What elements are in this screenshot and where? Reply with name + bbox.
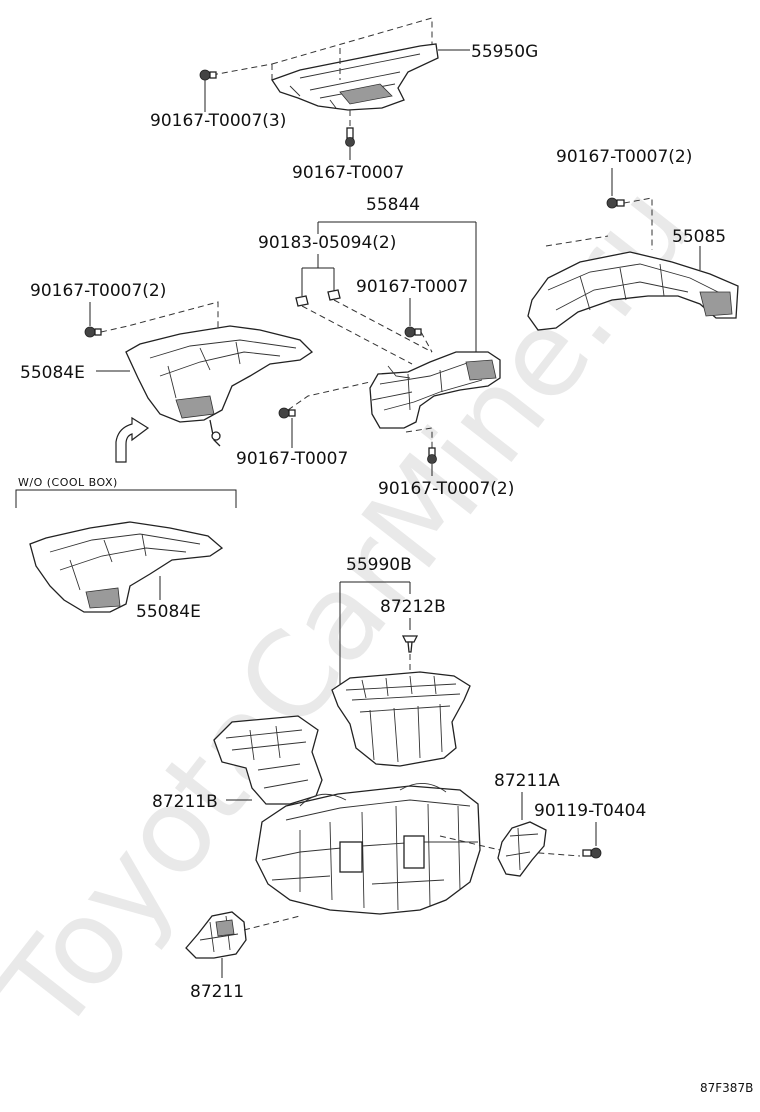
part-55844-lower-assembly-lines [287, 381, 433, 448]
part-55950g-assembly-lines [211, 17, 433, 130]
screw-90167-t0007-2-lower-icon [427, 447, 437, 464]
screw-87212b-icon [401, 635, 419, 653]
part-87211-drawing [185, 911, 247, 959]
clip-90183-05094-icon [295, 289, 341, 307]
screw-90167-t0007-lower-label: 90167-T0007 [236, 449, 348, 469]
screw-90167-t0007-lower-icon [278, 407, 296, 419]
screw-90167-t0007-2-lower-label: 90167-T0007(2) [378, 479, 514, 499]
variant-note-label: W/O (COOL BOX) [18, 476, 118, 489]
clip-90183-05094-2-leader [301, 254, 335, 296]
part-55084e-bottom-drawing [29, 521, 224, 613]
part-87211-assembly-line [243, 915, 301, 931]
clip-90183-05094-2-label: 90183-05094(2) [258, 233, 396, 253]
screw-90167-t0007-3-icon [199, 69, 217, 81]
part-55084e-bottom-label: 55084E [136, 602, 201, 622]
part-55990b-label: 55990B [346, 555, 412, 575]
screw-90167-t0007-mid-label: 90167-T0007 [356, 277, 468, 297]
screw-90167-t0007-2-right-icon [606, 197, 625, 209]
part-55844-drawing [369, 351, 501, 429]
screw-mid-assembly-line [420, 331, 433, 353]
screw-90167-t0007-3-label: 90167-T0007(3) [150, 111, 286, 131]
part-55085-label: 55085 [672, 227, 726, 247]
clip-assembly-lines [301, 299, 433, 365]
part-87212b-label: 87212B [380, 597, 446, 617]
part-87211-label: 87211 [190, 982, 244, 1002]
screw-90119-t0404-icon [582, 847, 602, 859]
part-55990b-leader [339, 581, 411, 690]
part-55085-drawing [527, 251, 739, 331]
part-55084e-top-drawing [125, 325, 314, 447]
diagram-code-label: 87F387B [700, 1081, 753, 1095]
part-55084e-top-label: 55084E [20, 363, 85, 383]
part-87211a-label: 87211A [494, 771, 560, 791]
screw-90167-t0007-top-icon [345, 127, 355, 147]
variant-bracket [15, 489, 237, 508]
part-55990b-drawing [331, 671, 471, 767]
part-55950g-drawing [270, 43, 439, 111]
part-55844-label: 55844 [366, 195, 420, 215]
variant-arrow-icon [115, 416, 150, 463]
screw-90167-t0007-2-left-label: 90167-T0007(2) [30, 281, 166, 301]
screw-90167-t0007-mid-icon [404, 326, 422, 338]
heater-unit-drawing [255, 783, 481, 915]
part-87211b-label: 87211B [152, 792, 218, 812]
screw-90119-t0404-label: 90119-T0404 [534, 801, 646, 821]
screw-90167-t0007-2-right-label: 90167-T0007(2) [556, 147, 692, 167]
part-55085-assembly-lines [545, 197, 653, 250]
screw-90167-t0007-top-label: 90167-T0007 [292, 163, 404, 183]
screw-90167-t0007-2-left-icon [84, 326, 102, 338]
part-55844-leader [317, 221, 477, 372]
part-55084e-top-assembly-lines [100, 301, 219, 333]
part-55950g-label: 55950G [471, 42, 538, 62]
part-87211a-drawing [497, 821, 547, 877]
